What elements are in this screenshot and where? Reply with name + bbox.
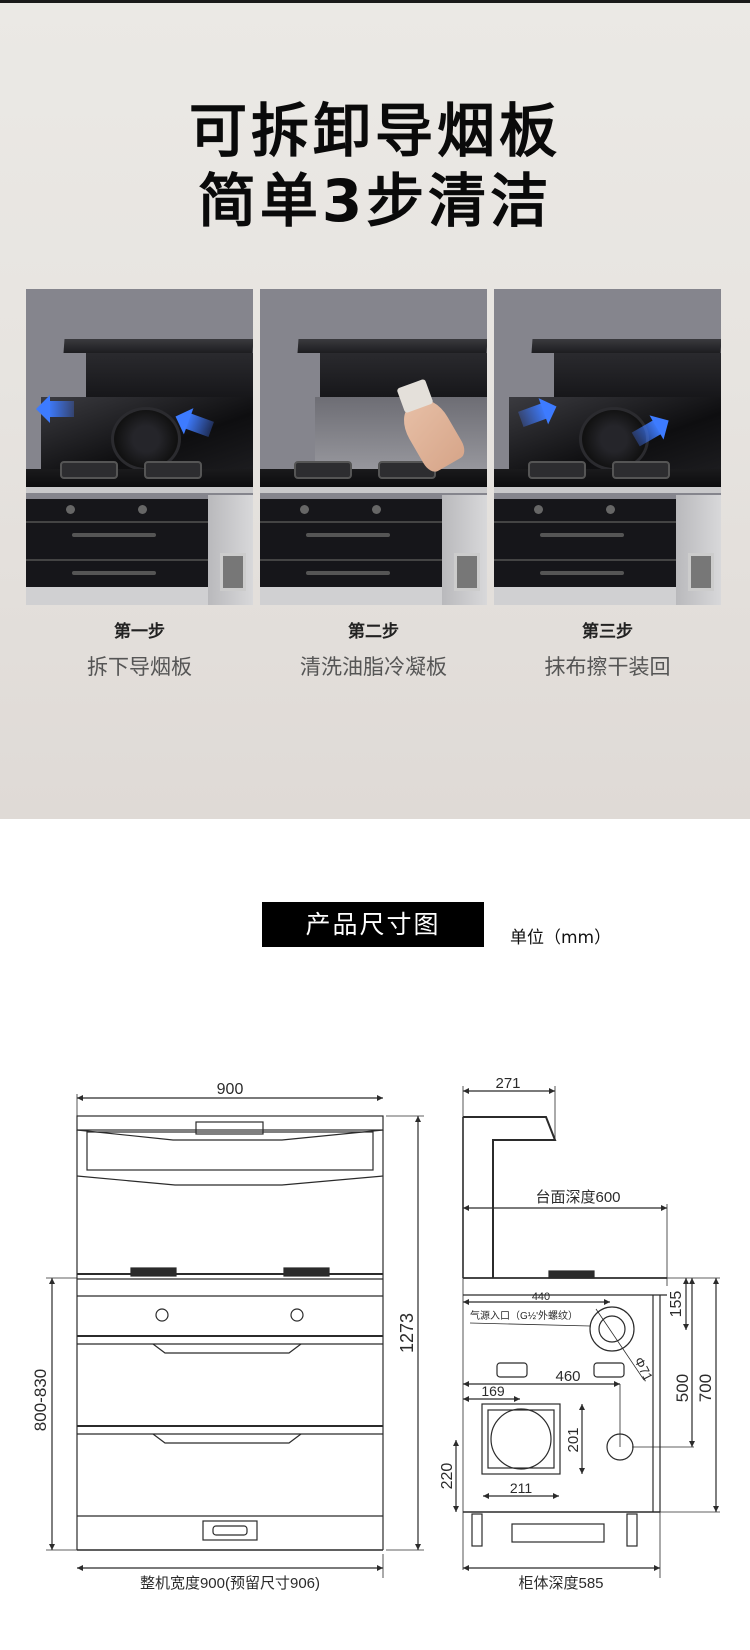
gas-offset-dim: 440 bbox=[532, 1291, 550, 1303]
exhaust-offset-dim: 169 bbox=[481, 1383, 505, 1399]
total-height-dim: 1273 bbox=[397, 1313, 417, 1353]
step-1-description: 拆下导烟板 bbox=[87, 655, 192, 679]
dimensions-section-title: 产品尺寸图 bbox=[262, 902, 484, 947]
exhaust-height-dim: 201 bbox=[565, 1427, 582, 1452]
top-border bbox=[0, 0, 750, 3]
counter-height-dim: 800-830 bbox=[31, 1369, 50, 1431]
headline-line-1: 可拆卸导烟板 bbox=[188, 97, 561, 165]
gas-inlet-label: 气源入口（G½'外螺纹） bbox=[470, 1309, 578, 1322]
step-1-image bbox=[26, 289, 253, 605]
front-width-label: 整机宽度900(预留尺寸906) bbox=[140, 1575, 320, 1592]
exhaust-elevation-dim: 220 bbox=[439, 1463, 456, 1490]
fan-icon bbox=[111, 407, 181, 471]
cabinet-depth-label: 柜体深度585 bbox=[518, 1575, 603, 1592]
gas-inlet-diameter: Φ71 bbox=[631, 1355, 656, 1384]
side-view bbox=[453, 1086, 720, 1578]
step-3-image bbox=[494, 289, 721, 605]
dim-500: 500 bbox=[673, 1374, 692, 1402]
front-width-dim: 900 bbox=[217, 1081, 244, 1098]
step-2-description: 清洗油脂冷凝板 bbox=[300, 655, 447, 679]
hood-depth-dim: 271 bbox=[495, 1075, 520, 1092]
step-3-description: 抹布擦干装回 bbox=[544, 655, 671, 679]
step-2-image bbox=[260, 289, 487, 605]
gas-height-dim: 155 bbox=[668, 1291, 685, 1318]
step-2-label: 第二步 bbox=[348, 622, 399, 642]
headline-line-2: 简单3步清洁 bbox=[197, 167, 553, 235]
dim-700: 700 bbox=[696, 1374, 715, 1402]
step-3-label: 第三步 bbox=[582, 622, 633, 642]
unit-label: 单位（mm） bbox=[510, 928, 612, 948]
vent-spacing-dim: 460 bbox=[555, 1368, 580, 1385]
exhaust-width-dim: 211 bbox=[510, 1480, 533, 1496]
front-view bbox=[46, 1094, 424, 1578]
counter-depth-dim: 台面深度600 bbox=[535, 1189, 620, 1206]
step-1-label: 第一步 bbox=[114, 622, 165, 642]
